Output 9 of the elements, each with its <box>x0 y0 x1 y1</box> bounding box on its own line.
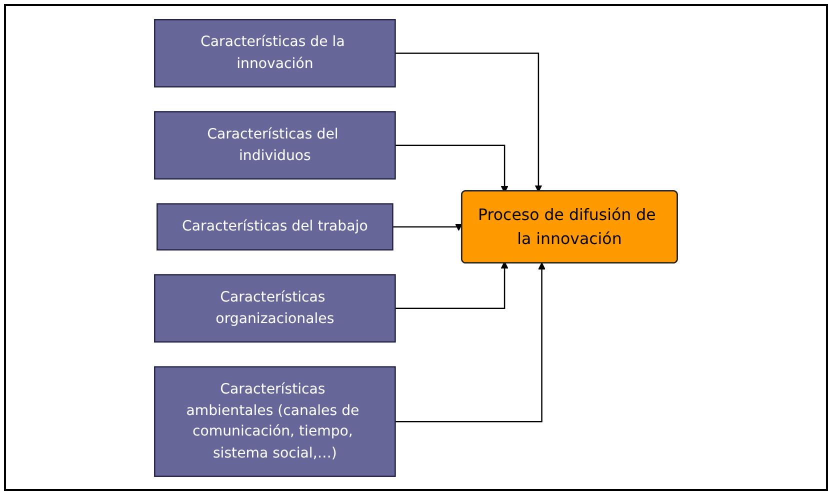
node-box: Características de la innovación <box>154 18 396 87</box>
node-box: Características organizacionales <box>154 274 396 342</box>
arrow <box>395 260 508 308</box>
node-box: Características del trabajo <box>156 202 394 250</box>
node-box: Características del individuos <box>154 110 396 180</box>
arrow <box>395 52 542 192</box>
arrow <box>392 223 462 230</box>
arrow <box>395 262 546 422</box>
node-box: Características ambientales (canales de comunicación, tiempo, sistema social,…) <box>154 366 396 476</box>
